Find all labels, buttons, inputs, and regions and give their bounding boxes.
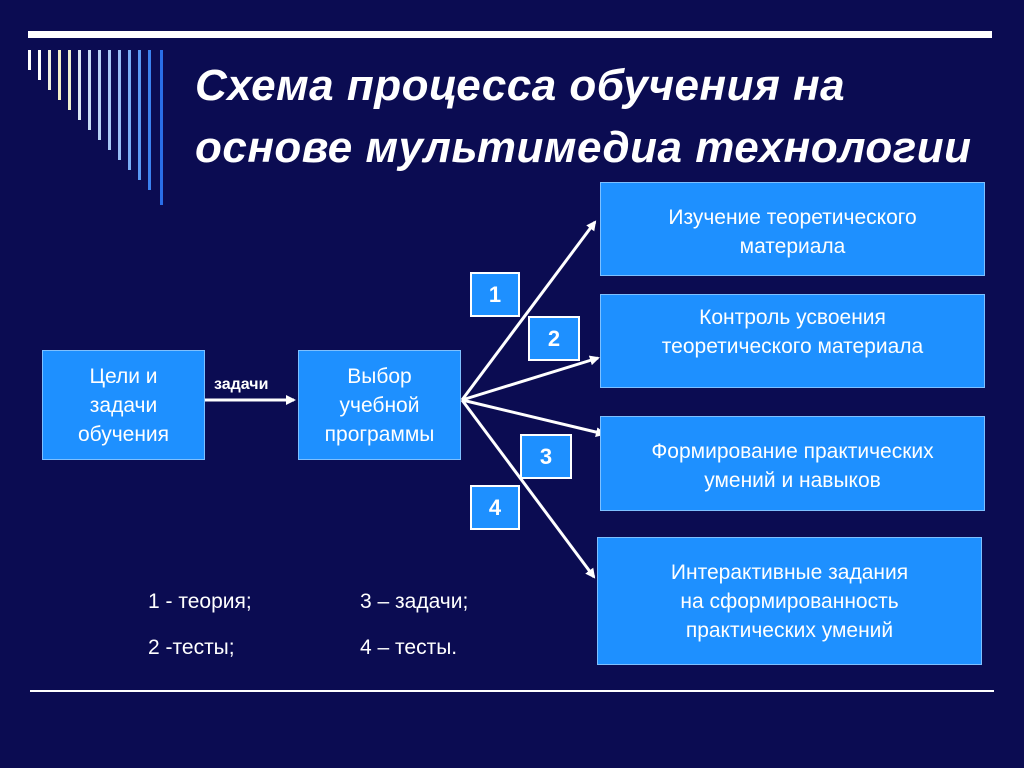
arrow-to-outcome-1	[460, 220, 597, 401]
legend-item-1: 1 - теория;	[148, 590, 252, 613]
legend-item-3: 3 – задачи;	[360, 590, 469, 613]
bottom-rule	[30, 690, 994, 692]
number-4: 4	[470, 485, 520, 530]
outcome-box-4: Интерактивные задания на сформированност…	[597, 537, 982, 665]
number-3: 3	[520, 434, 572, 479]
legend-item-2: 2 -тесты;	[148, 636, 235, 659]
slide-title: Схема процесса обучения на основе мульти…	[195, 55, 995, 179]
number-2: 2	[528, 316, 580, 361]
number-1: 1	[470, 272, 520, 317]
arrow-to-outcome-3	[461, 398, 606, 437]
arrow-to-outcome-2	[461, 355, 600, 402]
goals-box: Цели и задачи обучения	[42, 350, 205, 460]
outcome-box-3: Формирование практических умений и навык…	[600, 416, 985, 511]
title-line-2: основе мультимедиа технологии	[195, 123, 972, 172]
top-rule	[28, 31, 992, 38]
outcome-box-2: Контроль усвоения теоретического материа…	[600, 294, 985, 388]
edge-label-tasks: задачи	[214, 376, 269, 393]
arrow-to-outcome-4	[460, 399, 596, 579]
title-line-1: Схема процесса обучения на	[195, 61, 846, 110]
legend-item-4: 4 – тесты.	[360, 636, 458, 659]
choice-box: Выбор учебной программы	[298, 350, 461, 460]
outcome-box-1: Изучение теоретического материала	[600, 182, 985, 276]
